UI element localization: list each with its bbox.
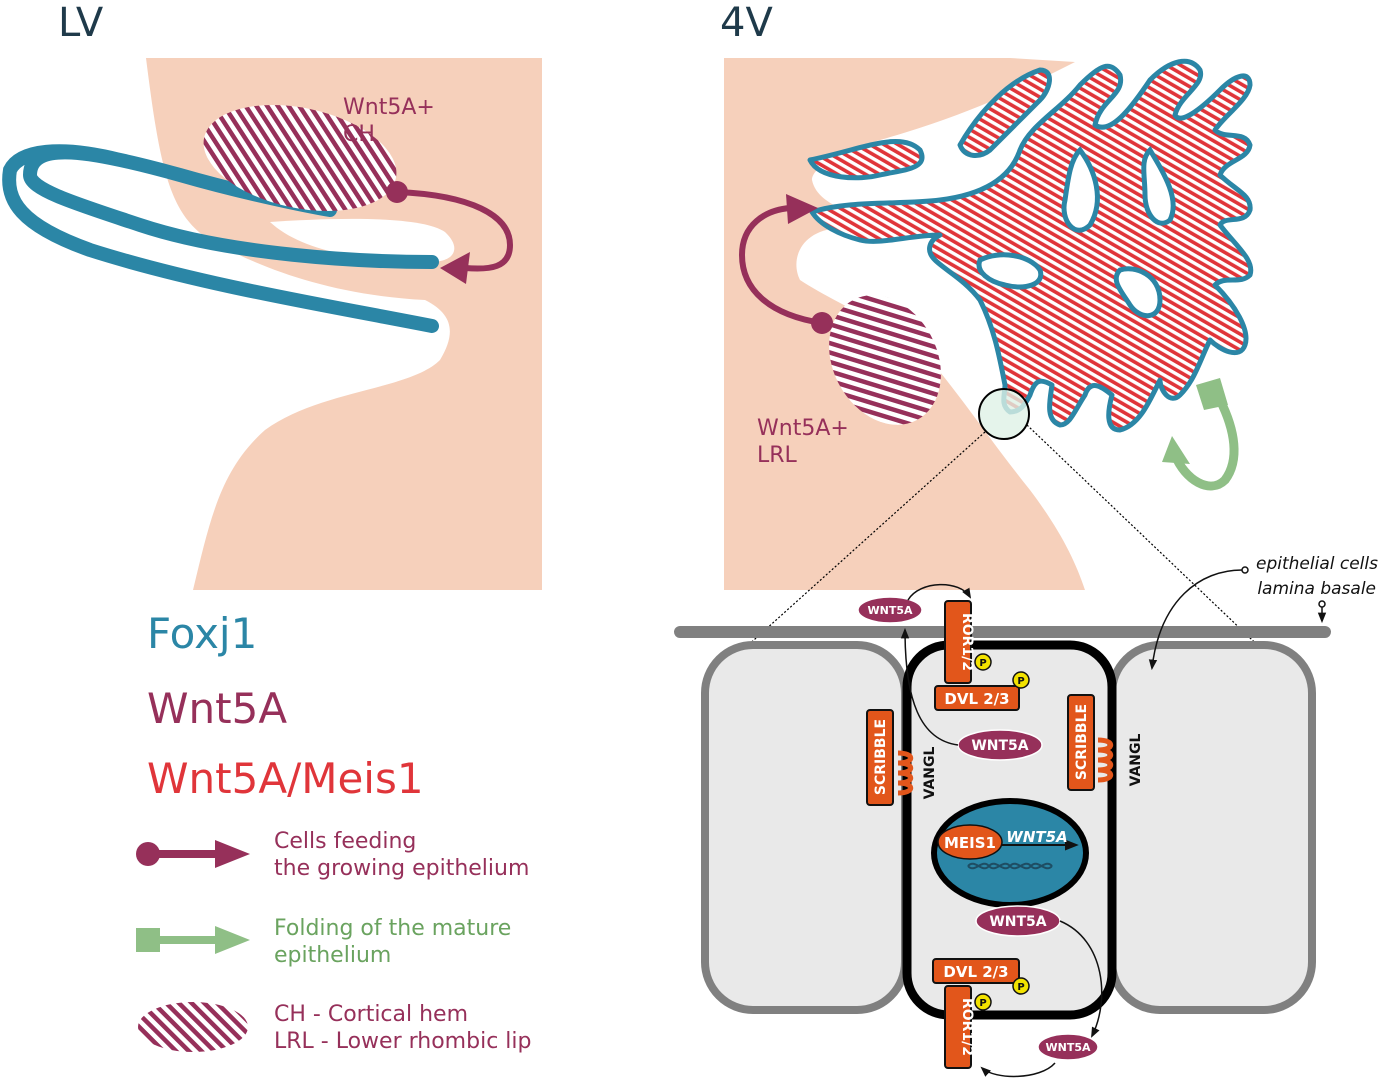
ror-receptor-top-label: ROR1/2 [959, 613, 975, 671]
wnt5a-top-arrow [907, 583, 972, 601]
wnt5a-bottom-arrow [980, 1062, 1056, 1078]
scribble-right-label: SCRIBBLE [1074, 704, 1090, 780]
lv-feeding-arrow [396, 189, 514, 272]
v4-branching-epithelium [807, 58, 1254, 433]
wnt5a-gene-label: WNT5A [1006, 828, 1067, 846]
phospho-bottom-2-label: P [979, 998, 986, 1009]
zoom-circle [978, 388, 1030, 440]
v4-panel: 4V Wnt5A+ LRL [720, 0, 1271, 658]
lv-region-label-2: CH [343, 122, 375, 147]
wnt5a-secretion-arrow [900, 627, 959, 746]
phospho-bottom-2 [974, 993, 992, 1011]
wnt5a-bottom-secretion-arrow [1059, 920, 1103, 1038]
v4-lumens [976, 145, 1176, 319]
phospho-bottom-1 [1012, 977, 1030, 995]
ror-receptor-top [944, 600, 972, 684]
legend-wnt5a: Wnt5A [147, 684, 287, 733]
lv-region-label-1: Wnt5A+ [343, 95, 435, 120]
lv-panel-title: LV [58, 0, 104, 46]
legend: Foxj1 Wnt5A Wnt5A/Meis1 Cells feeding th… [136, 609, 531, 1054]
phospho-bottom-1-label: P [1017, 982, 1024, 993]
lv-feeding-arrowhead [440, 252, 470, 284]
v4-folding-arrow [1170, 397, 1239, 491]
annotation-arrow-epithelial [1148, 569, 1243, 671]
vangl-left-coil [897, 750, 914, 796]
legend-folding-icon-head [215, 926, 250, 954]
dvl-bottom [932, 958, 1020, 984]
vangl-right-coil [1097, 737, 1114, 783]
ror-receptor-bottom-label: ROR1/2 [959, 998, 975, 1056]
meis1-factor [937, 824, 1003, 860]
v4-tissue [724, 58, 1085, 590]
dvl-bottom-label: DVL 2/3 [943, 963, 1008, 981]
scribble-right [1067, 694, 1095, 791]
vangl-right-label: VANGL [1128, 734, 1144, 787]
legend-feeding-line1: Cells feeding [274, 829, 416, 854]
vangl-left-label: VANGL [922, 747, 938, 800]
ror-receptor-bottom [944, 985, 972, 1069]
scribble-left [866, 709, 894, 806]
dvl-top-label: DVL 2/3 [944, 690, 1009, 708]
v4-lower-rhombic-lip [829, 295, 941, 425]
zoom-line-left [734, 431, 986, 658]
meis1-label: MEIS1 [944, 834, 996, 852]
phospho-top-2-label: P [1017, 676, 1024, 687]
wnt5a-ligand-bottom-right-label: WNT5A [1045, 1041, 1090, 1054]
wnt5a-intracellular-2-label: WNT5A [989, 914, 1046, 930]
annotation-epithelial-cells: epithelial cells [1256, 554, 1378, 574]
phospho-top-1-label: P [979, 658, 986, 669]
legend-folding-line2: epithelium [274, 943, 391, 968]
wnt5a-ligand-top-left [857, 596, 923, 624]
legend-folding-icon-box [136, 928, 160, 952]
v4-folding-arrowhead-top [1196, 378, 1228, 410]
v4-feeding-arrowhead [786, 194, 818, 224]
epithelial-cell-left [701, 641, 909, 1014]
legend-hatch-line1: CH - Cortical hem [274, 1002, 468, 1027]
legend-foxj1: Foxj1 [147, 609, 257, 658]
phospho-top-2 [1012, 671, 1030, 689]
annotation-dot-lamina [1318, 600, 1326, 608]
lv-foxj1-epithelium [2, 144, 439, 333]
legend-feeding-icon-head [215, 840, 250, 868]
phospho-top-1 [974, 653, 992, 671]
epithelial-cell-right [1108, 641, 1316, 1014]
v4-region-label-2: LRL [757, 443, 798, 468]
wnt5a-ligand-bottom-right [1037, 1033, 1099, 1061]
scribble-left-label: SCRIBBLE [873, 719, 889, 795]
lv-panel: LV Wnt5A+ CH [2, 0, 542, 590]
annotation-lamina-basale: lamina basale [1257, 579, 1376, 599]
legend-hatch-icon [138, 1002, 248, 1052]
dvl-top [934, 685, 1020, 711]
v4-region-label-1: Wnt5A+ [757, 416, 849, 441]
wnt5a-intracellular-1-label: WNT5A [971, 738, 1028, 754]
lv-cortical-hem [203, 105, 397, 211]
cell-diagram: epithelial cells lamina basale WNT5A ROR… [674, 554, 1378, 1078]
v4-feeding-arrow [738, 205, 823, 326]
v4-panel-title: 4V [720, 0, 773, 46]
legend-hatch-line2: LRL - Lower rhombic lip [274, 1029, 531, 1054]
dna-helix [967, 862, 1053, 870]
legend-feeding-line2: the growing epithelium [274, 856, 529, 881]
v4-folding-arrowhead-bottom [1162, 436, 1190, 464]
wnt5a-ligand-top-left-label: WNT5A [867, 604, 912, 617]
legend-folding-line1: Folding of the mature [274, 916, 511, 941]
legend-wnt5a-meis1: Wnt5A/Meis1 [147, 754, 424, 803]
annotation-dot-epithelial [1241, 566, 1249, 574]
lv-ventricle-space [270, 218, 455, 262]
